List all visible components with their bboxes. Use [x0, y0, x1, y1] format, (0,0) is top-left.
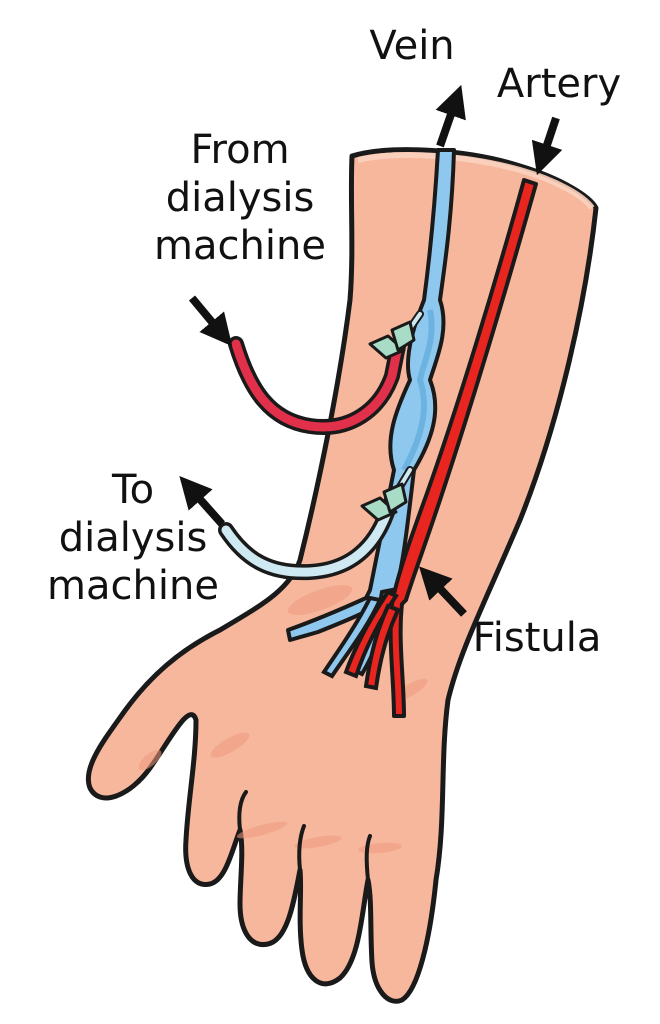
- tube-from-dialysis-fill: [231, 339, 403, 432]
- to-dialysis-arrow: [179, 476, 225, 527]
- tube-to-dialysis-fill: [221, 495, 397, 577]
- finger-lines: [237, 790, 372, 882]
- fistula-arrow: [419, 566, 467, 617]
- label-fistula: Fistula: [462, 614, 612, 662]
- label-from-line-3: machine: [154, 223, 326, 269]
- label-from-line-1: From: [190, 127, 290, 173]
- label-to-line-3: machine: [47, 563, 219, 609]
- label-to-line-2: dialysis: [58, 515, 208, 561]
- artery-branch-center: [363, 603, 401, 691]
- skin-shading: [138, 585, 428, 854]
- label-to-dialysis-machine: To dialysis machine: [28, 466, 238, 610]
- vein-shading: [401, 309, 435, 472]
- artery-arrow: [531, 116, 563, 176]
- label-vein: Vein: [352, 22, 472, 70]
- arm-cut-edge: [357, 152, 595, 210]
- artery: [388, 178, 538, 718]
- label-vein-text: Vein: [369, 23, 455, 69]
- vein-arrow: [435, 84, 466, 148]
- needle-hub-upper: [368, 320, 416, 360]
- label-artery-text: Artery: [496, 61, 622, 107]
- from-dialysis-arrow: [188, 295, 233, 347]
- label-from-dialysis-machine: From dialysis machine: [140, 126, 340, 270]
- label-from-line-2: dialysis: [165, 175, 315, 221]
- label-artery: Artery: [484, 60, 634, 108]
- label-fistula-text: Fistula: [472, 615, 602, 661]
- label-to-line-1: To: [111, 467, 155, 513]
- needle-hub-lower: [360, 482, 408, 522]
